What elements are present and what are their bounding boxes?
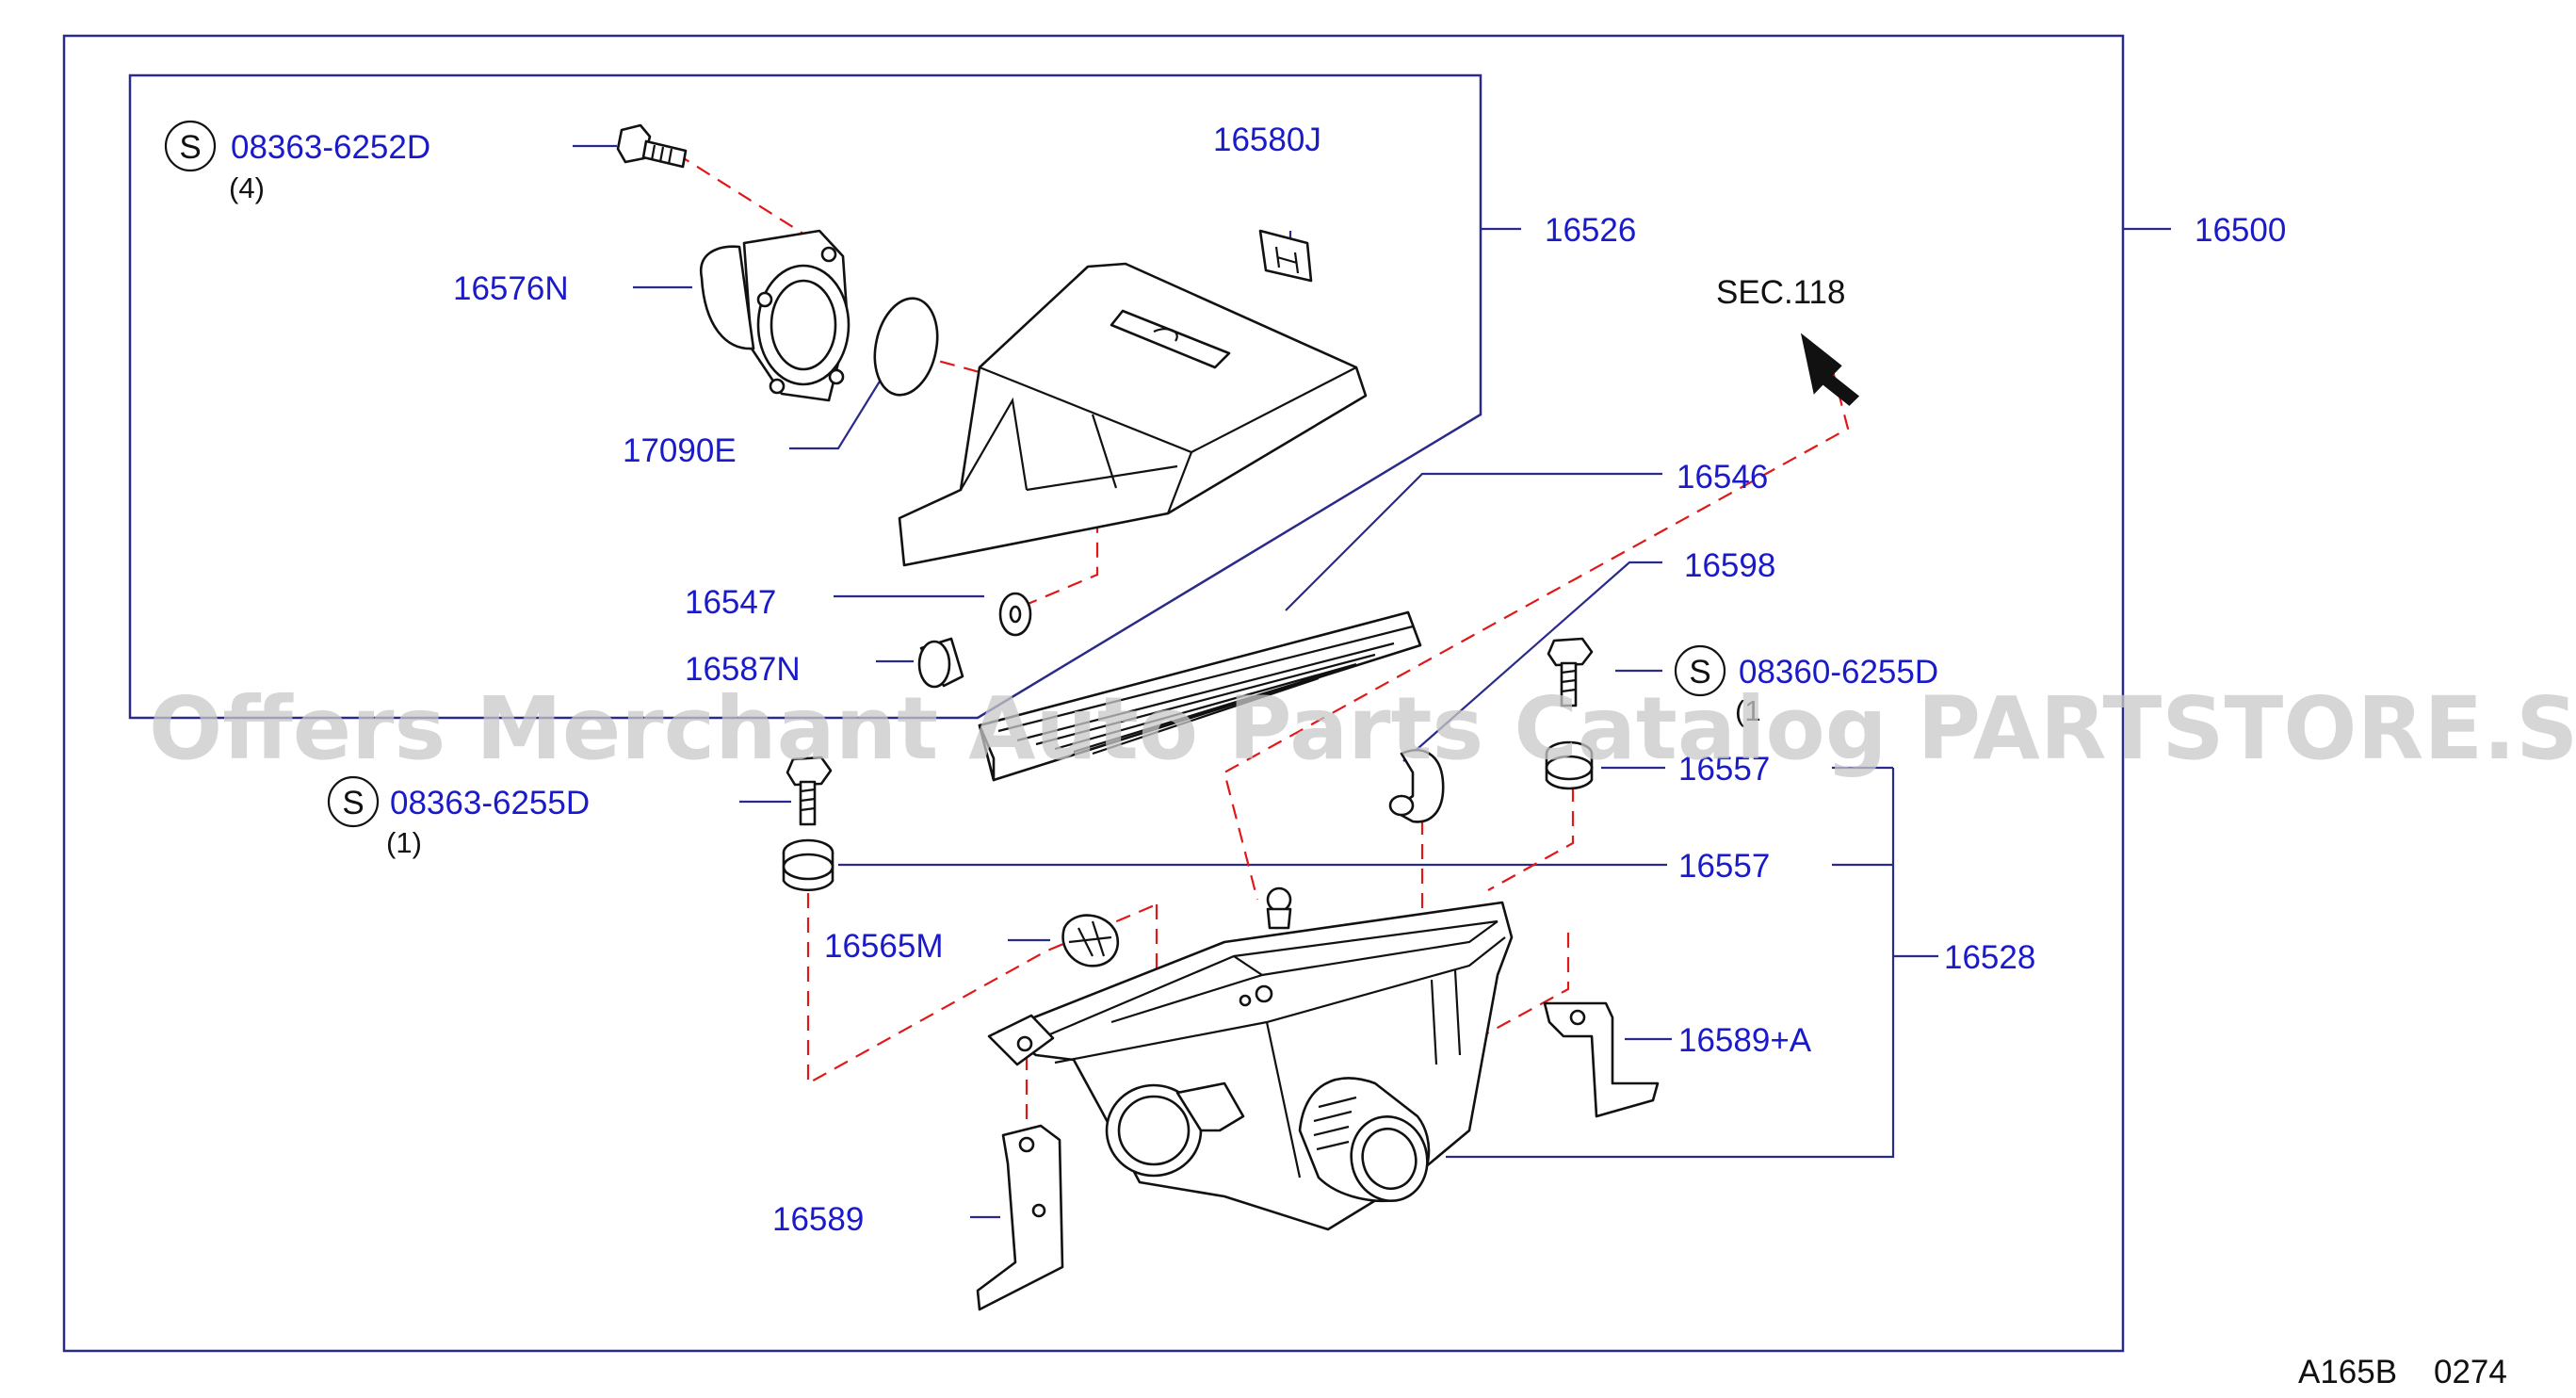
callout-17090e[interactable]: 17090E xyxy=(623,432,737,469)
callout-16528[interactable]: 16528 xyxy=(1944,939,2035,976)
callout-16557-top[interactable]: 16557 xyxy=(1678,751,1770,788)
mount-16557-mid xyxy=(782,838,834,891)
callout-16589[interactable]: 16589 xyxy=(772,1201,864,1238)
bolt-08363-6252d xyxy=(616,123,688,169)
callout-16565m[interactable]: 16565M xyxy=(824,928,943,965)
bracket-16589a xyxy=(1543,1001,1660,1118)
clip-16598 xyxy=(1388,748,1445,823)
callout-16598[interactable]: 16598 xyxy=(1684,547,1775,584)
callout-16546[interactable]: 16546 xyxy=(1677,459,1768,496)
gasket-17090e xyxy=(873,297,939,397)
callout-16589a[interactable]: 16589+A xyxy=(1678,1022,1812,1059)
s-mark-08363-6252d: S xyxy=(164,120,217,172)
callout-16587n[interactable]: 16587N xyxy=(685,651,801,688)
callout-08360-6255d[interactable]: 08360-6255D xyxy=(1739,654,1938,691)
label-plate-16580j xyxy=(1258,229,1313,283)
s-mark-08360-6255d: S xyxy=(1674,644,1726,697)
callout-08363-6255d[interactable]: 08363-6255D xyxy=(390,785,590,821)
callout-16576n[interactable]: 16576N xyxy=(453,270,569,307)
bolt-08363-6255d xyxy=(786,756,833,826)
callout-16557-mid[interactable]: 16557 xyxy=(1678,848,1770,885)
air-cleaner-cover-16526 xyxy=(898,262,1368,567)
grommet-16587n xyxy=(917,637,964,689)
s-mark-text: S xyxy=(179,129,201,166)
outer-frame xyxy=(62,34,2125,1353)
callout-16526[interactable]: 16526 xyxy=(1545,212,1636,249)
quantity-1-right: (1 xyxy=(1735,694,1761,727)
bracket-16589 xyxy=(976,1124,1064,1311)
callout-16500[interactable]: 16500 xyxy=(2195,212,2286,249)
quantity-1-left: (1) xyxy=(386,826,422,859)
air-cleaner-body-16528 xyxy=(987,886,1514,1231)
s-mark-text: S xyxy=(1689,654,1710,691)
arrow-up-icon xyxy=(1800,333,1860,406)
section-reference[interactable]: SEC.118 xyxy=(1716,274,1846,311)
resonator-16565m xyxy=(1061,914,1119,967)
filter-element-16546 xyxy=(978,610,1422,782)
watermark: Offers Merchant Auto Parts Catalog PARTS… xyxy=(149,678,2576,779)
s-mark-text: S xyxy=(342,785,364,821)
s-mark-08363-6255d: S xyxy=(327,775,380,828)
diagram-number: 0274 xyxy=(2434,1354,2507,1390)
bolt-08360-6255d xyxy=(1547,637,1594,707)
cover-subgroup-frame xyxy=(128,73,1482,720)
washer-16547 xyxy=(998,592,1032,637)
quantity-4: (4) xyxy=(229,171,265,204)
diagram-code: A165B xyxy=(2298,1354,2397,1390)
inlet-duct-16576n xyxy=(699,229,851,402)
mount-16557-top xyxy=(1545,740,1594,790)
callout-08363-6252d[interactable]: 08363-6252D xyxy=(231,129,430,166)
callout-16580j[interactable]: 16580J xyxy=(1213,122,1321,158)
callout-16547[interactable]: 16547 xyxy=(685,584,776,621)
leader-lines xyxy=(573,144,2171,1219)
